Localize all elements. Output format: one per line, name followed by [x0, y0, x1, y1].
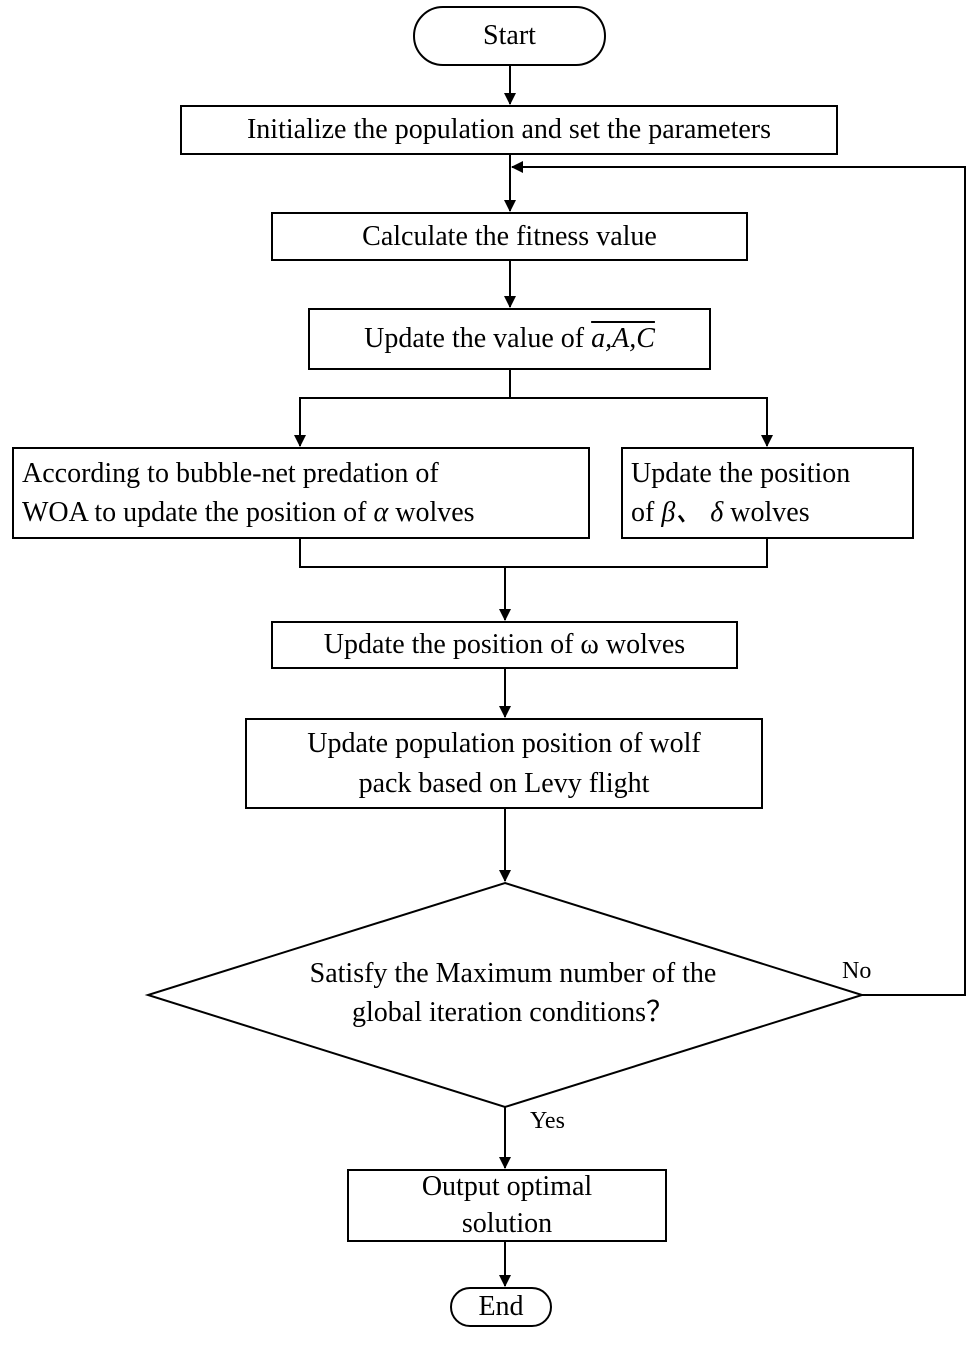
split-connector-right [510, 397, 773, 447]
beta-text: Update the position of β、 δ wolves [631, 454, 850, 532]
alpha-line2-prefix: WOA to update the position of [22, 497, 367, 528]
split-connector [294, 369, 511, 447]
beta-line2-prefix: of [631, 497, 655, 528]
decision-text: Satisfy the Maximum number of the global… [248, 945, 778, 1041]
output-line2: solution [461, 1207, 553, 1239]
init-label: Initialize the population and set the pa… [246, 114, 772, 146]
update-params-prefix: Update the value of [364, 323, 585, 355]
omega-prefix: Update the position of [323, 629, 574, 661]
beta-delta-step: Update the position of β、 δ wolves [621, 447, 914, 539]
fitness-step: Calculate the fitness value [271, 212, 748, 261]
alpha-step: According to bubble-net predation of WOA… [12, 447, 590, 539]
end-terminal: End [450, 1287, 552, 1327]
update-params-step: Update the value of a,A,C [308, 308, 711, 370]
beta-line2-suffix: wolves [730, 497, 810, 528]
no-label: No [842, 958, 872, 984]
merge-connector [299, 538, 768, 568]
levy-line1: Update population position of wolf [307, 728, 701, 760]
alpha-line2-suffix: wolves [395, 497, 475, 528]
init-step: Initialize the population and set the pa… [180, 105, 838, 155]
levy-text: Update population position of wolf pack … [307, 724, 701, 802]
decision-line2: global iteration conditions？ [352, 997, 674, 1028]
beta-line2: of β、 δ wolves [631, 493, 850, 532]
omega-suffix: wolves [605, 629, 686, 661]
alpha-symbol: α [373, 497, 389, 528]
end-label: End [478, 1291, 524, 1323]
update-params-label: Update the value of a,A,C [364, 319, 655, 358]
omega-symbol: ω [580, 629, 599, 661]
levy-step: Update population position of wolf pack … [245, 718, 763, 809]
alpha-line1: According to bubble-net predation of [22, 457, 439, 489]
alpha-line2: WOA to update the position of α wolves [22, 493, 475, 532]
loop-back-no [511, 161, 966, 996]
decision-line1: Satisfy the Maximum number of the [309, 957, 717, 989]
decision-label: Satisfy the Maximum number of the global… [310, 954, 717, 1032]
beta-line1: Update the position [631, 457, 851, 489]
beta-delta-symbols: β、 δ [661, 497, 724, 528]
omega-step: Update the position of ω wolves [271, 621, 738, 669]
start-label: Start [483, 20, 536, 52]
fitness-label: Calculate the fitness value [362, 220, 657, 252]
output-line1: Output optimal [421, 1171, 593, 1203]
alpha-text: According to bubble-net predation of WOA… [22, 454, 475, 532]
omega-label: Update the position of ω wolves [324, 625, 685, 664]
levy-line2: pack based on Levy flight [358, 767, 650, 799]
output-text: Output optimal solution [422, 1169, 592, 1242]
start-terminal: Start [413, 6, 606, 66]
update-params-vectors: a,A,C [591, 323, 655, 355]
yes-label: Yes [530, 1108, 565, 1134]
output-step: Output optimal solution [347, 1169, 667, 1242]
